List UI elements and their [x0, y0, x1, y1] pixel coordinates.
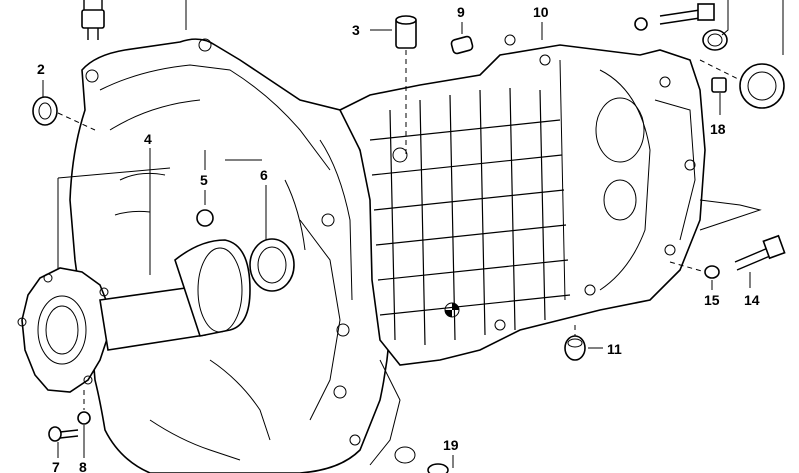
callout-3: 3	[352, 22, 360, 38]
callout-4: 4	[144, 131, 152, 147]
callout-2: 2	[37, 61, 45, 77]
callout-5: 5	[200, 172, 208, 188]
part-top-right-bolt-seal	[634, 0, 785, 109]
part-18-screw	[711, 77, 727, 115]
part-14-bolt	[734, 234, 786, 288]
callout-labels: 2 3 9 10 4 5 6 18 15 14 11 7 8 19	[37, 4, 760, 473]
part-1-breather	[81, 0, 187, 40]
callout-19: 19	[443, 437, 459, 453]
part-11-plug	[564, 325, 603, 361]
callout-6: 6	[260, 167, 268, 183]
part-3-sleeve	[370, 15, 417, 155]
callout-18: 18	[710, 121, 726, 137]
callout-15: 15	[704, 292, 720, 308]
callout-11: 11	[607, 341, 622, 357]
callout-14: 14	[744, 292, 760, 308]
callout-10: 10	[533, 4, 549, 20]
part-15-washer	[669, 261, 720, 290]
part-2-plug	[32, 80, 96, 131]
callout-7: 7	[52, 459, 60, 473]
callout-8: 8	[79, 459, 87, 473]
part-6-seal	[225, 159, 295, 292]
part-8-washer	[77, 390, 91, 458]
part-5-plug	[196, 150, 214, 227]
part-9-pin	[450, 22, 474, 55]
part-4-guide-tube	[17, 148, 251, 393]
part-7-bolt	[48, 426, 79, 458]
transmission-housing	[69, 34, 762, 473]
callout-9: 9	[457, 4, 465, 20]
part-19-plug	[427, 455, 454, 473]
